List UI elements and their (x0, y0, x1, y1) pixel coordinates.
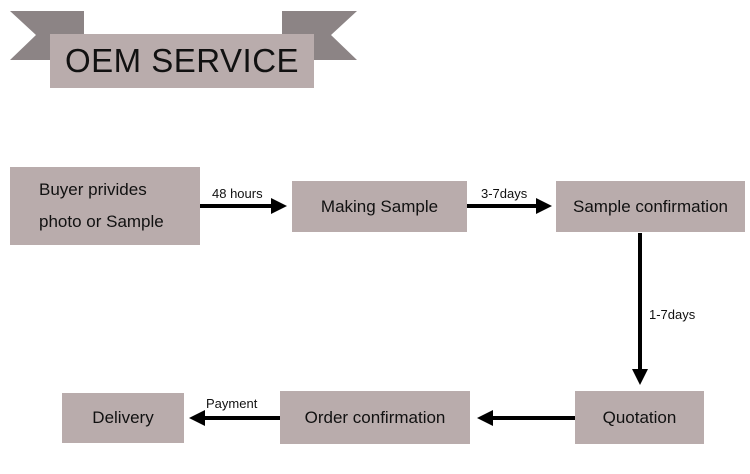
node-order-confirmation: Order confirmation (280, 391, 470, 444)
banner-plate (50, 34, 314, 88)
banner-ribbon (10, 11, 357, 88)
node-delivery: Delivery (62, 393, 184, 443)
edge-label-3-7days: 3-7days (481, 186, 528, 201)
edge-label-payment: Payment (206, 396, 258, 411)
edge-label-1-7days: 1-7days (649, 307, 696, 322)
edge-label-48-hours: 48 hours (212, 186, 263, 201)
node-buyer-line1: Buyer privides (39, 180, 147, 199)
node-sample-confirmation: Sample confirmation (556, 181, 745, 232)
node-quotation: Quotation (575, 391, 704, 444)
page-title: OEM SERVICE (64, 42, 300, 79)
node-buyer-provides: Buyer privides photo or Sample (10, 167, 200, 245)
node-buyer-line2: photo or Sample (39, 212, 164, 231)
node-making-sample: Making Sample (292, 181, 467, 232)
